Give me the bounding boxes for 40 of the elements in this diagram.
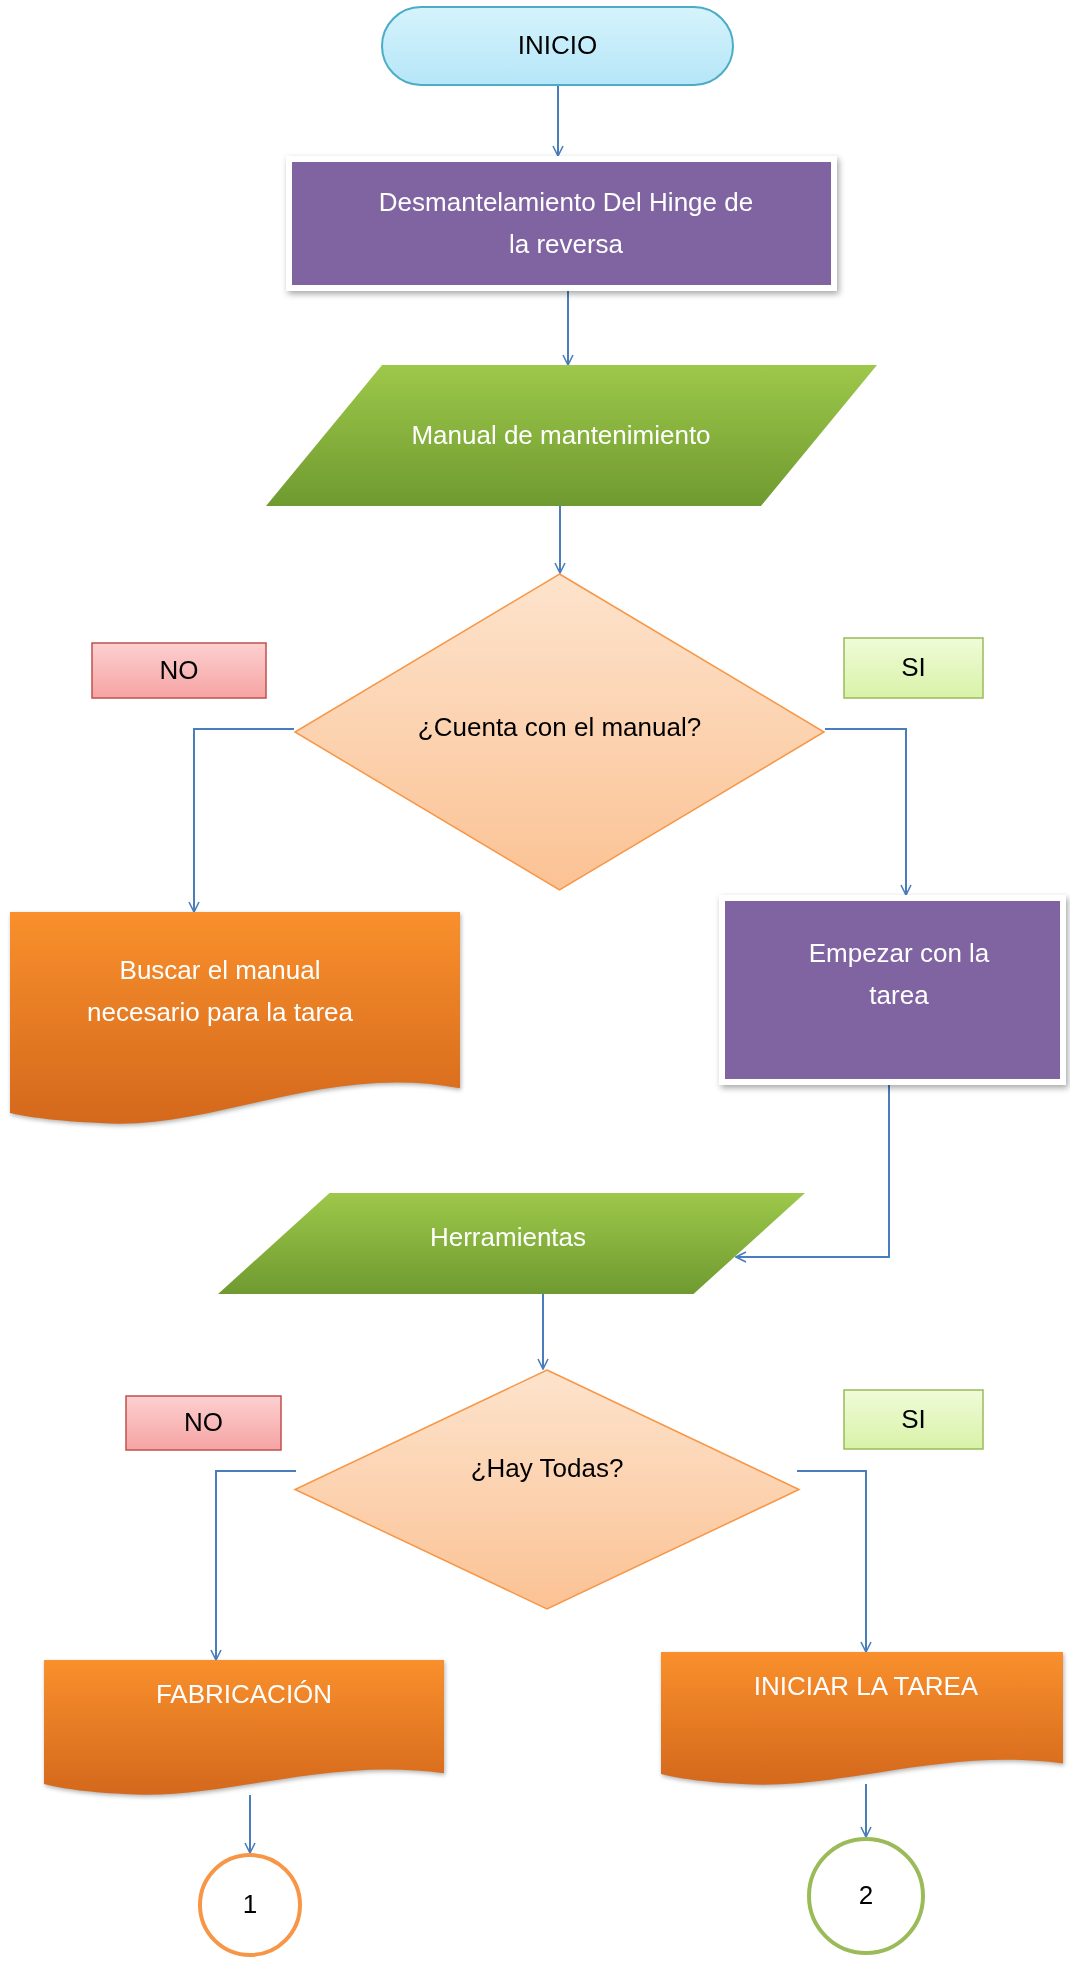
data-parallelogram [266, 365, 877, 506]
arrow [537, 1293, 549, 1370]
arrow [796, 1470, 872, 1653]
arrow [860, 1783, 872, 1838]
arrow [554, 505, 566, 574]
node-text: 2 [857, 1879, 875, 1913]
node-text: 1 [241, 1888, 259, 1922]
arrow [562, 290, 574, 366]
arrow [824, 728, 912, 896]
document-shape [661, 1652, 1063, 1788]
answer-box [843, 1389, 984, 1450]
node-text: FABRICACIÓN [154, 1678, 334, 1712]
arrow [188, 728, 295, 913]
node-text: INICIAR LA TAREA [752, 1670, 980, 1704]
node-text: ¿Cuenta con el manual? [416, 711, 703, 745]
node-text: Buscar el manual necesario para la tarea [86, 954, 354, 1029]
arrow [552, 85, 564, 157]
arrow [244, 1794, 256, 1854]
node-text: ¿Hay Todas? [469, 1452, 625, 1486]
node-text: NO [158, 653, 200, 687]
decision-diamond [294, 1369, 800, 1610]
node-text: INICIO [516, 29, 599, 63]
document-shape [10, 912, 460, 1127]
data-parallelogram [218, 1193, 805, 1294]
node-text: Desmantelamiento Del Hinge de la reversa [377, 185, 755, 261]
node-text: SI [900, 1402, 927, 1436]
connector-circle [198, 1853, 302, 1957]
node-text: Empezar con la tarea [807, 937, 991, 1012]
decision-diamond [294, 573, 825, 891]
document-shape [44, 1660, 444, 1798]
answer-box [843, 637, 984, 699]
node-text: SI [900, 651, 927, 685]
node-text: NO [183, 1406, 224, 1440]
arrow [735, 1084, 890, 1263]
connector-circle [807, 1837, 925, 1955]
answer-box [125, 1395, 282, 1451]
node-text: Herramientas [428, 1221, 588, 1255]
node-text: Manual de mantenimiento [410, 418, 712, 452]
answer-box [91, 642, 267, 699]
arrow [210, 1470, 297, 1661]
